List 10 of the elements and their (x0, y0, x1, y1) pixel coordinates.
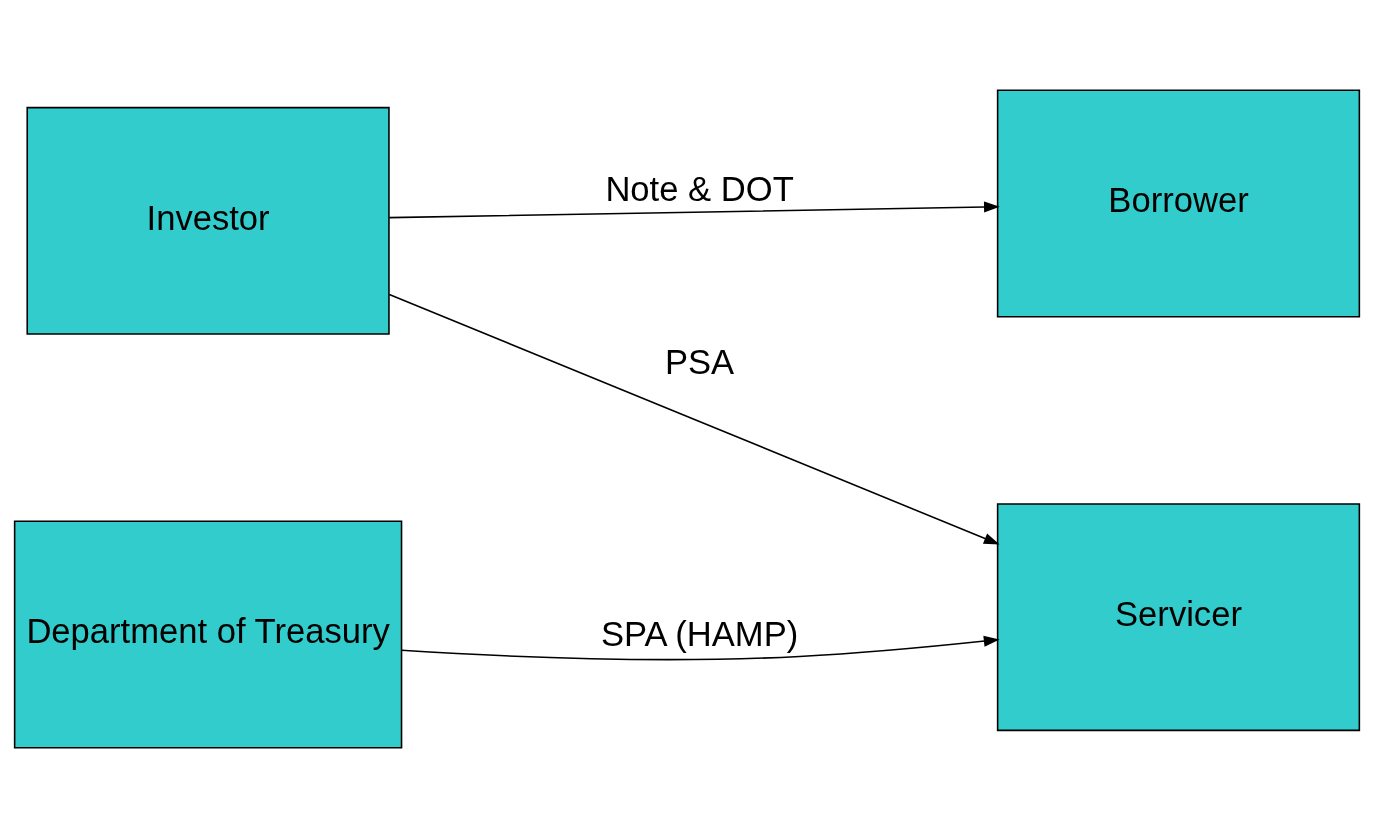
node-box: Department of Treasury (13, 520, 403, 749)
node-box: Investor (26, 106, 390, 335)
edge-label: Note & DOT (605, 170, 794, 209)
arrow (388, 293, 1000, 545)
arrow (388, 201, 1000, 219)
node-box: Servicer (996, 503, 1361, 732)
arrow (400, 635, 1000, 661)
node-box: Borrower (996, 89, 1361, 318)
edge-label: PSA (664, 343, 735, 382)
edge-label: SPA (HAMP) (600, 615, 799, 654)
